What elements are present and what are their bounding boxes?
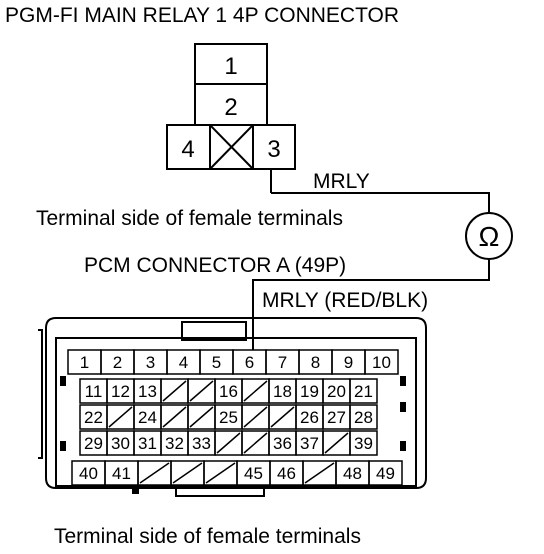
probe-wire-pcm bbox=[252, 259, 490, 350]
pcm-pin-41: 41 bbox=[112, 464, 131, 483]
pcm-pin-29: 29 bbox=[84, 434, 103, 453]
pcm-pin-13: 13 bbox=[138, 382, 157, 401]
pcm-pin-1: 1 bbox=[80, 353, 89, 372]
pcm-pin-36: 36 bbox=[273, 434, 292, 453]
pcm-blank-slash bbox=[243, 380, 268, 402]
pcm-pin-5: 5 bbox=[212, 353, 221, 372]
pcm-pin-32: 32 bbox=[165, 434, 184, 453]
pcm-pin-27: 27 bbox=[327, 408, 346, 427]
pcm-pin-4: 4 bbox=[179, 353, 188, 372]
ohmmeter-icon bbox=[465, 212, 513, 260]
relay-caption: Terminal side of female terminals bbox=[36, 207, 343, 230]
pcm-blank-slash bbox=[243, 406, 268, 428]
pcm-bottom-key bbox=[175, 485, 265, 497]
pcm-pin-2: 2 bbox=[113, 353, 122, 372]
pcm-blank-slash bbox=[189, 406, 214, 428]
pcm-pin-8: 8 bbox=[311, 353, 320, 372]
pcm-cell bbox=[368, 460, 403, 486]
pcm-pin-48: 48 bbox=[343, 464, 362, 483]
pcm-pin-6: 6 bbox=[245, 353, 254, 372]
pcm-blank-slash bbox=[216, 432, 241, 454]
pcm-probe-label: MRLY (RED/BLK) bbox=[262, 289, 428, 312]
pcm-pin-19: 19 bbox=[300, 382, 319, 401]
pcm-blank-slash bbox=[304, 462, 335, 484]
relay-connector-title: PGM-FI MAIN RELAY 1 4P CONNECTOR bbox=[5, 4, 399, 27]
pcm-cell bbox=[364, 349, 399, 375]
pcm-pin-22: 22 bbox=[84, 408, 103, 427]
pcm-blank-slash bbox=[270, 406, 295, 428]
pcm-pin-37: 37 bbox=[300, 434, 319, 453]
pcm-pin-25: 25 bbox=[219, 408, 238, 427]
pcm-housing-outer bbox=[45, 317, 427, 489]
pcm-pin-20: 20 bbox=[327, 382, 346, 401]
pcm-key-marks bbox=[60, 376, 406, 494]
pcm-pin-12: 12 bbox=[111, 382, 130, 401]
pcm-caption: Terminal side of female terminals bbox=[54, 525, 361, 548]
ohm-symbol: Ω bbox=[479, 221, 500, 252]
pcm-pin-24: 24 bbox=[138, 408, 157, 427]
pcm-pin-31: 31 bbox=[138, 434, 157, 453]
pcm-blank-slash bbox=[324, 432, 349, 454]
pcm-lock-tab bbox=[181, 321, 247, 341]
pcm-pin-3: 3 bbox=[146, 353, 155, 372]
pcm-pin-33: 33 bbox=[192, 434, 211, 453]
probe-wire bbox=[252, 192, 490, 350]
pcm-blank-slash bbox=[108, 406, 133, 428]
relay-pin-1: 1 bbox=[224, 53, 237, 80]
pcm-pin-11: 11 bbox=[85, 382, 103, 401]
pcm-blank-slash bbox=[139, 462, 170, 484]
pcm-pin-45: 45 bbox=[244, 464, 263, 483]
relay-pin-4: 4 bbox=[181, 136, 194, 163]
relay-pin-3: 3 bbox=[267, 136, 280, 163]
relay-bottom-row bbox=[166, 124, 296, 170]
pcm-blank-slash bbox=[162, 406, 187, 428]
pcm-pin-46: 46 bbox=[277, 464, 296, 483]
pcm-blank-slash bbox=[205, 462, 236, 484]
relay-pin-2: 2 bbox=[224, 94, 237, 121]
pcm-blank-slash bbox=[243, 432, 268, 454]
pcm-cell bbox=[349, 404, 378, 430]
pcm-blank-slash bbox=[189, 380, 214, 402]
pcm-cell bbox=[349, 430, 378, 456]
pcm-pin-9: 9 bbox=[344, 353, 353, 372]
pcm-pin-30: 30 bbox=[111, 434, 130, 453]
pcm-blank-slash bbox=[162, 380, 187, 402]
pcm-blank-slash bbox=[172, 462, 203, 484]
pcm-pin-26: 26 bbox=[300, 408, 319, 427]
pcm-pin-28: 28 bbox=[354, 408, 373, 427]
pcm-connector-title: PCM CONNECTOR A (49P) bbox=[84, 254, 346, 277]
pcm-pin-16: 16 bbox=[219, 382, 238, 401]
pcm-pin-7: 7 bbox=[278, 353, 287, 372]
pcm-pin-10: 10 bbox=[372, 353, 391, 372]
pcm-pin-39: 39 bbox=[354, 434, 373, 453]
pcm-pin-40: 40 bbox=[79, 464, 98, 483]
pcm-left-latch bbox=[38, 329, 43, 459]
relay-connector bbox=[166, 43, 296, 193]
pcm-pin-18: 18 bbox=[273, 382, 292, 401]
pcm-pin-21: 21 bbox=[354, 382, 373, 401]
pcm-cell bbox=[349, 378, 378, 404]
mrly-label: MRLY bbox=[313, 170, 370, 193]
pcm-connector bbox=[38, 317, 427, 497]
pcm-pin-49: 49 bbox=[376, 464, 395, 483]
